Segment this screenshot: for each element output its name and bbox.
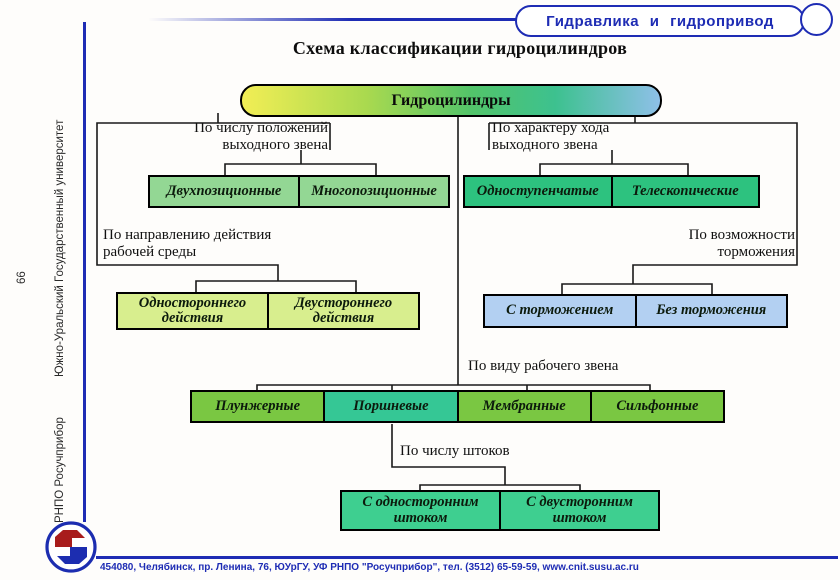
node-piston: Поршневые xyxy=(325,392,459,421)
classification-box-working-element: Плунжерные Поршневые Мембранные Сильфонн… xyxy=(190,390,725,423)
page-number: 66 xyxy=(16,271,28,284)
sidebar-divider-line xyxy=(83,22,86,522)
group-label-positions: По числу положений выходного звена xyxy=(194,120,328,153)
classification-box-action-direction: Одностороннего действия Двустороннего де… xyxy=(116,292,420,330)
group-label-working-element: По виду рабочего звена xyxy=(468,358,619,374)
node-bellows: Сильфонные xyxy=(591,392,723,421)
organization-name: РНПО Росучприбор xyxy=(54,417,66,523)
group-label-action-direction: По направлению действия рабочей среды xyxy=(103,227,272,260)
node-without-braking: Без торможения xyxy=(636,296,786,326)
node-with-braking: С торможением xyxy=(485,296,637,326)
node-double-rod: С двусторонним штоком xyxy=(501,492,658,529)
header-rule-line xyxy=(148,18,518,21)
group-label-braking: По возможности торможения xyxy=(688,227,795,260)
footer-address: 454080, Челябинск, пр. Ленина, 76, ЮУрГУ… xyxy=(100,562,639,573)
node-single-rod: С односторонним штоком xyxy=(342,492,501,529)
root-node: Гидроцилиндры xyxy=(240,84,662,117)
node-membrane: Мембранные xyxy=(458,392,592,421)
node-plunger: Плунжерные xyxy=(192,392,326,421)
classification-box-positions: Двухпозиционные Многопозиционные xyxy=(148,175,450,208)
classification-box-rod-count: С односторонним штоком С двусторонним шт… xyxy=(340,490,660,531)
node-multi-position: Многопозиционные xyxy=(300,177,448,206)
group-label-rod-count: По числу штоков xyxy=(400,443,510,459)
banner-end-circle-icon xyxy=(800,3,833,36)
node-telescopic: Телескопические xyxy=(612,177,758,206)
classification-box-stroke-type: Одноступенчатые Телескопические xyxy=(463,175,760,208)
classification-box-braking: С торможением Без торможения xyxy=(483,294,788,328)
course-title: Гидравлика и гидропривод xyxy=(546,12,774,30)
slide-title: Схема классификации гидроцилиндров xyxy=(292,38,628,58)
node-single-acting: Одностороннего действия xyxy=(118,294,269,328)
rosuchpribor-logo-icon xyxy=(45,521,97,573)
group-label-stroke-type: По характеру хода выходного звена xyxy=(492,120,610,153)
node-two-position: Двухпозиционные xyxy=(150,177,300,206)
root-node-label: Гидроцилиндры xyxy=(391,91,511,109)
node-double-acting: Двустороннего действия xyxy=(269,294,418,328)
course-title-banner: Гидравлика и гидропривод xyxy=(515,5,805,37)
node-single-stage: Одноступенчатые xyxy=(465,177,613,206)
university-name: Южно-Уральский Государственный университ… xyxy=(54,119,66,377)
footer-rule-line xyxy=(96,556,838,559)
